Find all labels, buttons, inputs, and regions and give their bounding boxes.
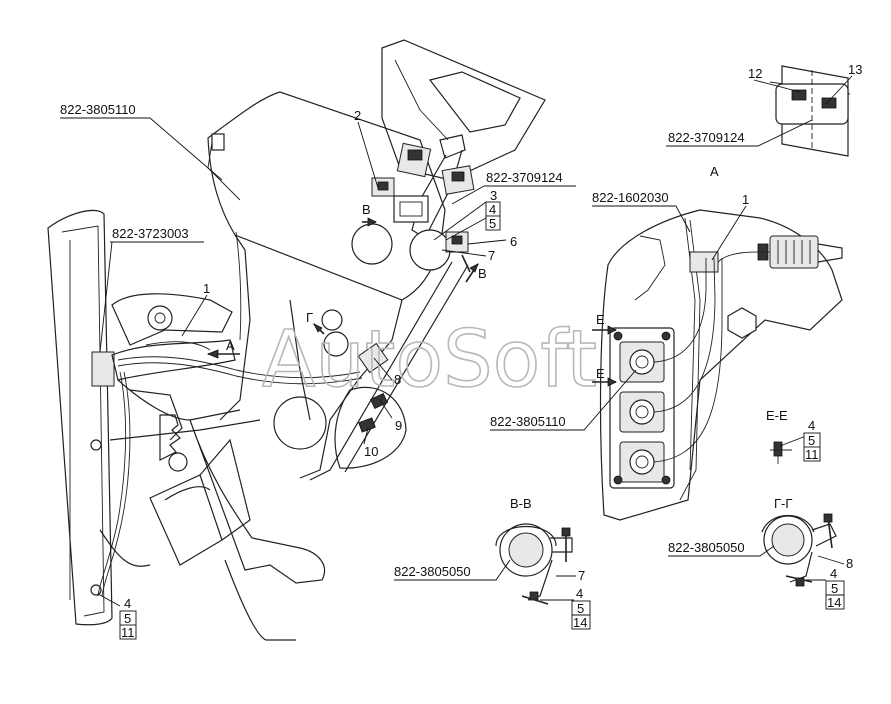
steering-console [207, 39, 546, 481]
cab-panel [47, 209, 115, 626]
callout-1-view-a: 1 [742, 192, 749, 207]
label-822-3723003: 822-3723003 [112, 226, 189, 241]
label-822-3709124-inset: 822-3709124 [668, 130, 745, 145]
label-822-3805110-left: 822-3805110 [60, 102, 136, 117]
section-ee-title: Е-Е [766, 408, 788, 423]
callout-numbers: 1 2 3 4 5 6 7 8 9 10 12 13 1 4 5 11 7 4 … [119, 62, 862, 640]
callout-2: 2 [354, 108, 361, 123]
view-a-detail [599, 209, 843, 521]
section-gg-clamp [761, 513, 837, 587]
section-bb-clamp [495, 523, 573, 605]
section-gg-title: Г-Г [774, 496, 792, 511]
callout-14-gg: 14 [827, 595, 841, 610]
section-e-arrow-2: Е [596, 366, 605, 381]
label-822-3805110-view-a: 822-3805110 [490, 414, 566, 429]
view-a-title: А [710, 164, 719, 179]
section-g-arrow: Г [306, 310, 313, 325]
callout-5-bb: 5 [577, 601, 584, 616]
callout-13: 13 [848, 62, 862, 77]
callout-12: 12 [748, 66, 762, 81]
pedal-assembly [99, 293, 326, 641]
callout-1-main: 1 [203, 281, 210, 296]
view-labels: А А В-В Г-Г Е-Е В В Г Е Е [226, 164, 792, 511]
section-b-arrow-1: В [362, 202, 371, 217]
callout-4-ee: 4 [808, 418, 815, 433]
label-822-1602030: 822-1602030 [592, 190, 669, 205]
callout-8-gg: 8 [846, 556, 853, 571]
callout-4-bottom-left: 4 [124, 596, 131, 611]
callout-4-bb: 4 [576, 586, 583, 601]
callout-4-gg: 4 [830, 566, 837, 581]
callout-3: 3 [490, 188, 497, 203]
callout-4-top: 4 [489, 202, 496, 217]
label-822-3805050-bb: 822-3805050 [394, 564, 471, 579]
watermark-text: AutoSoft [262, 315, 597, 405]
callout-9: 9 [395, 418, 402, 433]
callout-8-main: 8 [394, 372, 401, 387]
callout-6: 6 [510, 234, 517, 249]
section-b-arrow-2: В [478, 266, 487, 281]
harness-routing [97, 231, 363, 597]
label-822-3805050-gg: 822-3805050 [668, 540, 745, 555]
callout-7-main: 7 [488, 248, 495, 263]
section-e-arrow-1: Е [596, 312, 605, 327]
callout-11-bottom-left: 11 [121, 625, 135, 640]
inset-bracket-detail [769, 65, 851, 157]
callout-5-top: 5 [489, 216, 496, 231]
part-number-labels: 822-3805110 822-3723003 822-3709124 822-… [60, 102, 745, 579]
callout-11-ee: 11 [805, 447, 819, 462]
section-bb-title: В-В [510, 496, 532, 511]
callout-10: 10 [364, 444, 378, 459]
callout-5-gg: 5 [831, 581, 838, 596]
callout-14-bb: 14 [573, 615, 587, 630]
label-822-3709124-top: 822-3709124 [486, 170, 563, 185]
view-a-arrow-label: А [226, 338, 235, 353]
callout-5-ee: 5 [808, 433, 815, 448]
section-ee-detail [770, 441, 792, 464]
leader-lines [60, 75, 853, 607]
callout-7-bb: 7 [578, 568, 585, 583]
callout-5-bottom-left: 5 [124, 611, 131, 626]
